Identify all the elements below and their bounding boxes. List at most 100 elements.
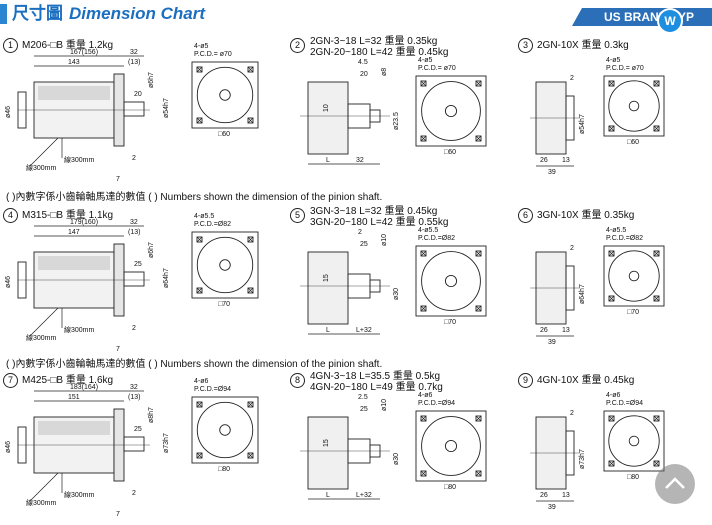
decel-2-d2: 2 <box>570 245 574 252</box>
motor-2-d32: 32 <box>130 219 138 226</box>
decel-3-mount-hole <box>653 415 660 422</box>
decel-3-mount-hole-x <box>653 460 660 467</box>
gear-2-mount-hole <box>475 250 482 257</box>
gear-1-mount-hole <box>420 80 427 87</box>
motor-2-body-shade <box>38 256 110 270</box>
decel-3-mount-hole <box>608 415 615 422</box>
item-number: 8 <box>290 373 305 388</box>
motor-2-d13: (13) <box>128 229 140 236</box>
motor-3-shaft <box>123 436 145 452</box>
motor-1-body-dia: ø46 <box>5 106 12 118</box>
motor-1-mount-hole-x <box>247 117 254 124</box>
gear-2-L: L <box>326 327 330 334</box>
motor-3-len-body: 151 <box>68 394 80 401</box>
item-number: 2 <box>290 38 305 53</box>
gear-2-face-circle <box>421 251 481 311</box>
gear-3-mount-hole-x <box>475 470 482 477</box>
gear-1-d23: ø23.5 <box>393 112 400 130</box>
motor-2-d2: 2 <box>132 325 136 332</box>
motor-3-mount-hole-x <box>196 401 203 408</box>
gear-3-shaft-circle <box>444 439 458 453</box>
decel-3-face-square <box>603 410 665 472</box>
motor-3-d13: (13) <box>128 394 140 401</box>
gear-2-pcd-value: P.C.D.=Ø82 <box>418 235 455 242</box>
motor-2-mount-hole <box>247 287 254 294</box>
pinion-note-2: ( )內數字係小齒輪軸馬達的數值 ( ) Numbers shown the d… <box>6 359 383 370</box>
motor-2-shaft-dia: ø6h7 <box>148 242 155 258</box>
gear-2-d20: 25 <box>360 241 368 248</box>
gear-3-mount-hole-x <box>420 415 427 422</box>
decel-2-mount-hole-x <box>653 250 660 257</box>
gear-2-d8: ø10 <box>381 234 388 246</box>
motor-3-mount-hole <box>247 401 254 408</box>
gear-1-pcd-value: P.C.D.= ø70 <box>418 65 456 72</box>
gear-1-mount-hole-x <box>475 80 482 87</box>
item-number: 6 <box>518 208 533 223</box>
decel-1-d26: 26 <box>540 157 548 164</box>
motor-3-flange-dia: ø73h7 <box>163 433 170 453</box>
gear-3-mount-hole <box>420 470 427 477</box>
decel-2-square-size: □70 <box>627 309 639 316</box>
motor-3-d2: 2 <box>132 490 136 497</box>
decel-3-mount-hole <box>653 460 660 467</box>
motor-2-mount-hole <box>196 236 203 243</box>
page-title-en: Dimension Chart <box>69 4 206 23</box>
motor-1-pcd-holes: 4-ø5 <box>194 43 209 50</box>
motor-3-shaft-circle <box>219 424 231 436</box>
decel-1-mount-hole <box>608 80 615 87</box>
motor-2-face-square <box>191 231 259 299</box>
gear-3-mount-hole <box>420 415 427 422</box>
gear-2-mount-hole-x <box>475 305 482 312</box>
motor-1-lead-1: 線300mm <box>64 155 95 164</box>
gear-3-pcd-value: P.C.D.=Ø94 <box>418 400 455 407</box>
gear-1-body <box>307 81 349 155</box>
decel-2-d26: 26 <box>540 327 548 334</box>
motor-2-face-circle <box>196 236 254 294</box>
motor-1-pcd-value: P.C.D.= ø70 <box>194 51 232 58</box>
motor-2-len-total: 179(160) <box>70 219 98 226</box>
motor-1-mount-hole <box>247 66 254 73</box>
motor-1-mount-hole <box>247 117 254 124</box>
motor-3-body-dia: ø46 <box>5 441 12 453</box>
motor-3-mount-hole-x <box>247 452 254 459</box>
decel-2-mount-hole <box>608 295 615 302</box>
gear-3-face-square <box>415 410 487 482</box>
gear-2-mount-hole <box>475 305 482 312</box>
decel-3-d2: 2 <box>570 410 574 417</box>
motor-1-mount-hole <box>196 117 203 124</box>
motor-2-mount-hole <box>196 287 203 294</box>
motor-2-mount-hole <box>247 236 254 243</box>
motor-2-pcd-value: P.C.D.=Ø82 <box>194 221 231 228</box>
word-doc-icon[interactable]: W <box>659 10 681 32</box>
decel-3-square-size: □80 <box>627 474 639 481</box>
decel-2-d39: 39 <box>548 339 556 346</box>
item-number: 3 <box>518 38 533 53</box>
gear-1-d45: 4.5 <box>358 59 368 66</box>
gear-3-number: 8 <box>290 373 309 388</box>
motor-2-mount-hole-x <box>196 287 203 294</box>
gear-3-d45: 2.5 <box>358 394 368 401</box>
decel-3-face-circle <box>608 415 660 467</box>
decel-2-mount-hole-x <box>653 295 660 302</box>
gear-3-pcd-holes: 4-ø6 <box>418 392 433 399</box>
motor-3-lead-1: 線300mm <box>64 490 95 499</box>
gear-2-d32: L+32 <box>356 327 372 334</box>
motor-2-mount-hole-x <box>247 287 254 294</box>
gear-1-mount-hole <box>420 135 427 142</box>
gear-2-mount-hole-x <box>475 250 482 257</box>
motor-3-shaft-dia: ø8h7 <box>148 407 155 423</box>
gear-1-line-2: 2GN-20~180 L=42 重量 0.45kg <box>310 47 449 58</box>
decel-2-mount-hole <box>653 250 660 257</box>
motor-1-flange-dia: ø54h7 <box>163 98 170 118</box>
gear-3-line-1: 4GN-3~18 L=35.5 重量 0.5kg <box>310 371 441 382</box>
gear-3-d10: 15 <box>323 439 330 447</box>
decel-1-shaft-circle <box>628 100 640 112</box>
gear-2-body <box>307 251 349 325</box>
gear-2-d23: ø30 <box>393 288 400 300</box>
gear-1-d32: 32 <box>356 157 364 164</box>
scroll-top-button[interactable] <box>655 464 695 504</box>
